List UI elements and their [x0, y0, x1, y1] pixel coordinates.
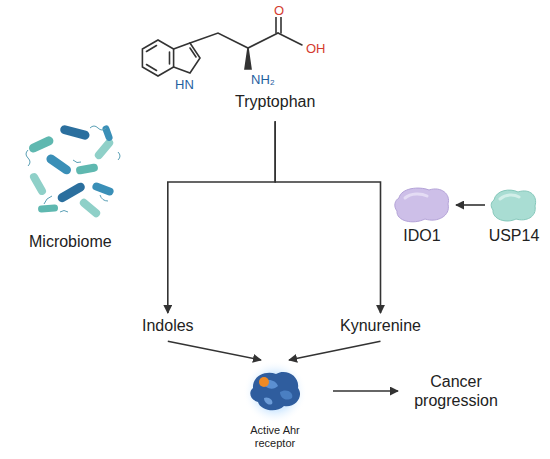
atom-label: HN	[174, 78, 195, 91]
ido1-enzyme	[391, 184, 453, 226]
outcome-label: Cancer progression	[401, 372, 511, 410]
arrow-connector	[456, 204, 485, 206]
arrow-connector	[289, 341, 381, 360]
atom-label: NH₂	[250, 73, 276, 86]
arrow-connector	[275, 121, 380, 313]
node-text: Active Ahr receptor	[239, 424, 311, 450]
node-text: Cancer progression	[401, 372, 511, 410]
node-text: USP14	[489, 226, 540, 245]
usp14-enzyme	[488, 184, 540, 226]
enzyme-node: USP14	[488, 184, 540, 245]
node-text: Kynurenine	[340, 316, 421, 335]
node-text: Indoles	[142, 316, 194, 335]
atom-label: O	[273, 4, 285, 17]
metabolite-label: Indoles	[142, 316, 194, 335]
microbiome-label: Microbiome	[29, 232, 112, 251]
microbiome-bacteria	[26, 124, 120, 219]
arrow-connector	[333, 390, 398, 392]
enzyme-node: IDO1	[391, 184, 453, 245]
arrow-connector	[168, 121, 275, 313]
tryptophan-molecule	[142, 17, 302, 76]
node-text: Tryptophan	[235, 92, 315, 111]
receptor-node: Active Ahr receptor	[220, 358, 330, 450]
node-text: IDO1	[403, 226, 440, 245]
node-text: Microbiome	[29, 232, 112, 251]
molecule-label: Tryptophan	[235, 92, 315, 111]
atom-label: OH	[305, 42, 327, 55]
ahr-receptor-protein	[220, 358, 330, 424]
arrow-connector	[168, 341, 261, 360]
metabolite-label: Kynurenine	[340, 316, 421, 335]
